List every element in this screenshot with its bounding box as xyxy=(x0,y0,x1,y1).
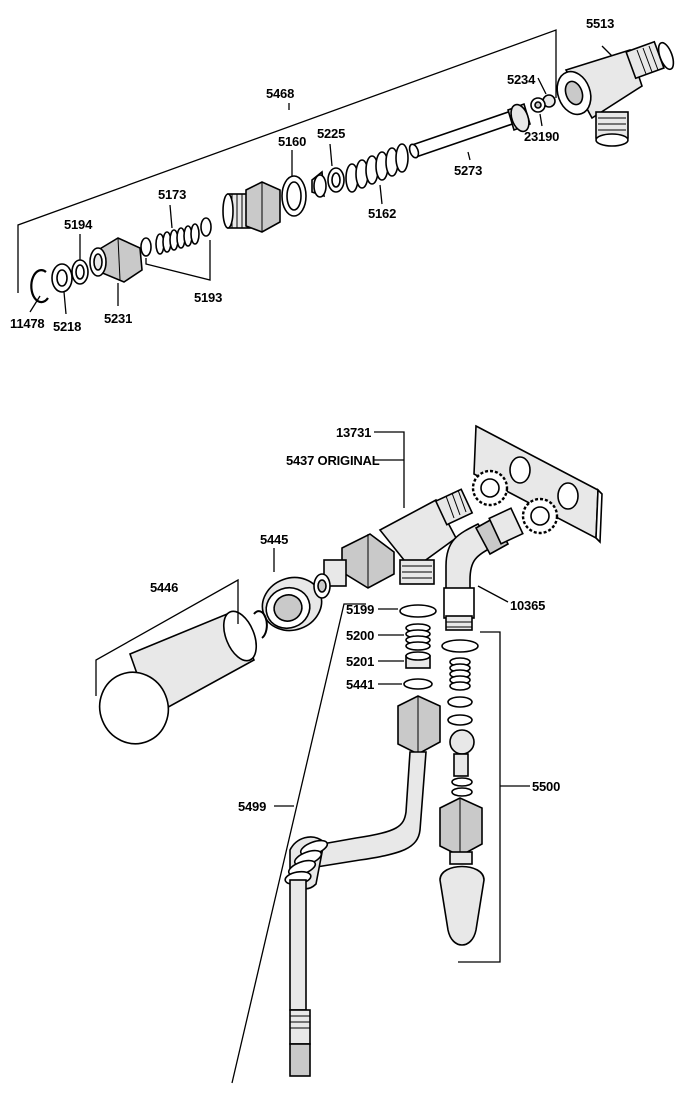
label-5160: 5160 xyxy=(278,134,306,149)
bracket-5500 xyxy=(458,631,501,963)
label-5468: 5468 xyxy=(266,86,294,101)
label-5273: 5273 xyxy=(454,163,482,178)
valve-stem-5273 xyxy=(408,102,531,159)
bracket-5499 xyxy=(231,603,366,1084)
spring-5173 xyxy=(155,223,200,255)
label-5234: 5234 xyxy=(507,72,536,87)
valve-nipple xyxy=(313,573,331,599)
leader-5162 xyxy=(379,184,383,205)
spring-5200 xyxy=(405,623,431,651)
leader-5193 xyxy=(145,240,211,281)
label-5231: 5231 xyxy=(104,311,132,326)
leader-5273 xyxy=(467,151,471,161)
label-5499: 5499 xyxy=(238,799,266,814)
valve-body-5513 xyxy=(556,40,675,147)
washer-5194 xyxy=(71,259,89,285)
leader-13731 xyxy=(374,431,405,508)
leader-10365 xyxy=(477,585,509,603)
valve-body-13731 xyxy=(323,488,474,589)
leader-11478 xyxy=(29,295,41,313)
bushing-body xyxy=(222,181,281,233)
label-5193: 5193 xyxy=(194,290,222,305)
label-11478: 11478 xyxy=(10,316,44,331)
label-13731: 13731 xyxy=(336,425,371,440)
bracket-5446 xyxy=(95,578,239,696)
leader-5513 xyxy=(601,45,613,57)
retaining-ring xyxy=(253,610,268,639)
spring-5162 xyxy=(345,143,409,193)
label-5441: 5441 xyxy=(346,677,374,692)
label-5445: 5445 xyxy=(260,532,288,547)
label-5173: 5173 xyxy=(158,187,186,202)
label-5437-original: 5437 ORIGINAL xyxy=(286,453,380,468)
label-5194: 5194 xyxy=(64,217,93,232)
o-ring-5441 xyxy=(403,678,433,690)
mounting-plate xyxy=(473,424,603,544)
o-ring-5160 xyxy=(281,175,307,217)
bracket-5468 xyxy=(17,29,557,293)
star-washer-lower xyxy=(521,497,559,535)
small-nut-5234 xyxy=(530,94,556,113)
handle-cap-5446 xyxy=(98,610,258,745)
nut-5231 xyxy=(89,237,143,283)
spout-tube-5499 xyxy=(284,695,441,1077)
leader-23190 xyxy=(539,113,543,127)
label-5201: 5201 xyxy=(346,654,374,669)
label-23190: 23190 xyxy=(524,129,559,144)
elbow-10365 xyxy=(443,507,524,631)
cap-ring-5445 xyxy=(261,576,323,632)
leader-5173 xyxy=(169,204,173,229)
label-5513: 5513 xyxy=(586,16,614,31)
clip-11478 xyxy=(30,269,49,304)
label-10365: 10365 xyxy=(510,598,545,613)
leader-5225 xyxy=(329,143,333,167)
o-rings-5193 xyxy=(140,217,212,257)
label-5162: 5162 xyxy=(368,206,396,221)
washer-5225 xyxy=(311,167,345,198)
leader-5234 xyxy=(537,77,547,95)
label-5446: 5446 xyxy=(150,580,178,595)
label-5218: 5218 xyxy=(53,319,81,334)
washer-5218 xyxy=(51,263,73,293)
leader-5218 xyxy=(63,291,67,315)
label-5200: 5200 xyxy=(346,628,374,643)
label-5225: 5225 xyxy=(317,126,345,141)
star-washer-upper xyxy=(471,469,509,507)
o-ring-5199 xyxy=(399,604,437,618)
seat-5201 xyxy=(405,651,431,669)
assembly-5500 xyxy=(439,639,485,946)
label-5500: 5500 xyxy=(532,779,560,794)
label-5199: 5199 xyxy=(346,602,374,617)
